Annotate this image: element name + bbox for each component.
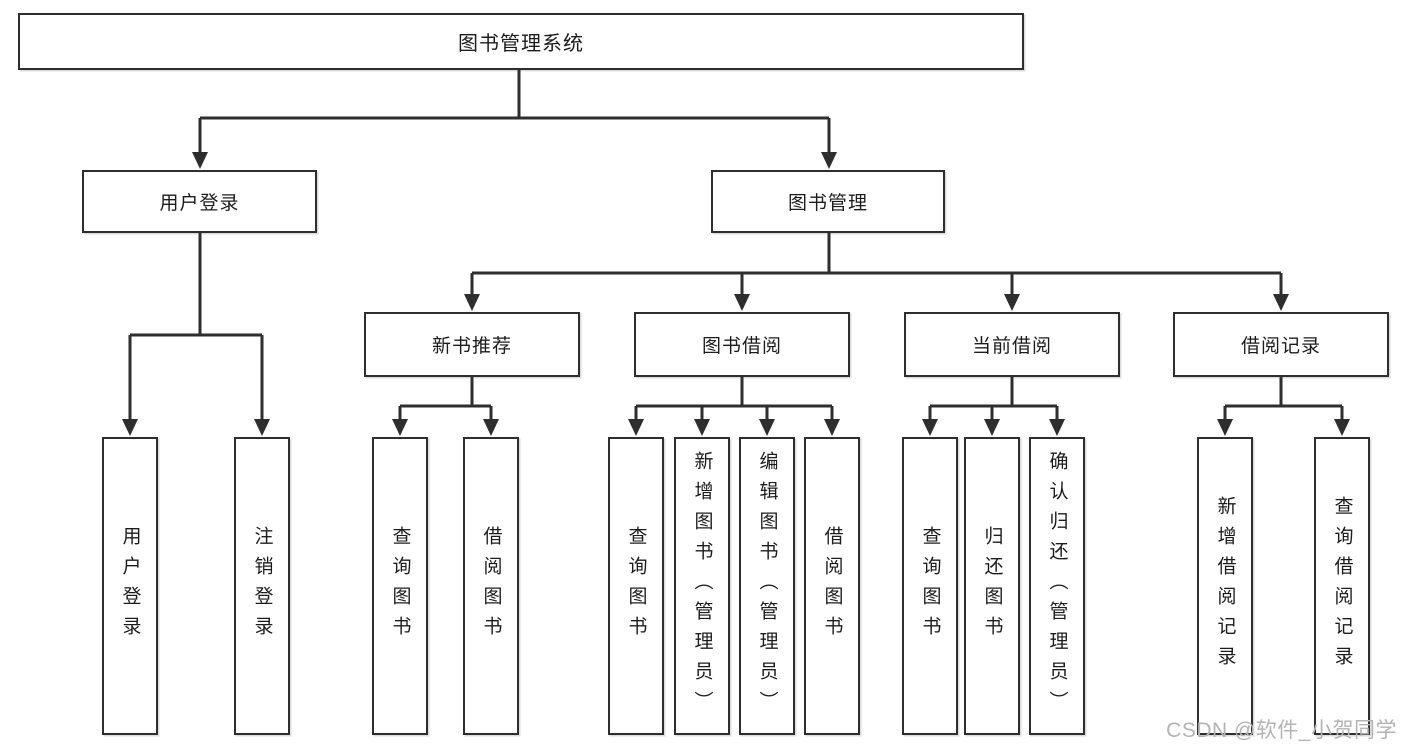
node-current-borrowing: 当前借阅 [904, 312, 1120, 377]
leaf-label: 借阅图书 [821, 526, 843, 646]
leaf-user-login: 用户登录 [102, 437, 158, 735]
csdn-watermark: CSDN @软件_小贺同学 [1166, 719, 1397, 742]
leaf-confirm-return-admin: 确认归还（管理员） [1029, 437, 1085, 735]
leaf-edit-books-admin: 编辑图书（管理员） [739, 437, 795, 735]
arrowheads [122, 152, 1350, 436]
node-label: 图书借阅 [701, 336, 782, 357]
leaf-add-books-admin: 新增图书（管理员） [674, 437, 730, 735]
leaf-label: 查询图书 [389, 526, 411, 646]
leaf-label: 新增借阅记录 [1214, 496, 1236, 676]
leaf-logout: 注销登录 [234, 437, 290, 735]
node-user-login-branch: 用户登录 [82, 170, 317, 233]
node-new-book-recommend: 新书推荐 [364, 312, 580, 377]
leaf-label: 注销登录 [251, 526, 273, 646]
leaf-query-books-current: 查询图书 [902, 437, 958, 735]
node-book-borrowing: 图书借阅 [634, 312, 850, 377]
leaf-query-books-borrowing: 查询图书 [608, 437, 664, 735]
leaf-label: 编辑图书（管理员） [756, 451, 778, 721]
leaf-label: 确认归还（管理员） [1046, 451, 1068, 721]
leaf-label: 查询图书 [625, 526, 647, 646]
node-label: 新书推荐 [431, 336, 512, 357]
leaf-label: 查询借阅记录 [1331, 496, 1353, 676]
leaf-add-borrow-record: 新增借阅记录 [1197, 437, 1253, 735]
leaf-label: 查询图书 [919, 526, 941, 646]
node-label: 用户登录 [159, 193, 240, 214]
node-label: 图书管理系统 [458, 33, 584, 55]
leaf-label: 新增图书（管理员） [691, 451, 713, 721]
leaf-query-borrow-record: 查询借阅记录 [1314, 437, 1370, 735]
node-label: 当前借阅 [971, 336, 1052, 357]
node-label: 图书管理 [787, 193, 868, 214]
node-borrowing-records: 借阅记录 [1173, 312, 1389, 377]
leaf-label: 用户登录 [119, 526, 141, 646]
leaf-borrow-books: 借阅图书 [804, 437, 860, 735]
leaf-label: 归还图书 [981, 526, 1003, 646]
node-book-management-branch: 图书管理 [711, 170, 945, 233]
leaf-query-books-recommend: 查询图书 [372, 437, 428, 735]
leaf-return-books: 归还图书 [964, 437, 1020, 735]
leaf-label: 借阅图书 [480, 526, 502, 646]
leaf-borrow-books-recommend: 借阅图书 [463, 437, 519, 735]
node-label: 借阅记录 [1240, 336, 1321, 357]
node-system-root: 图书管理系统 [18, 13, 1024, 70]
